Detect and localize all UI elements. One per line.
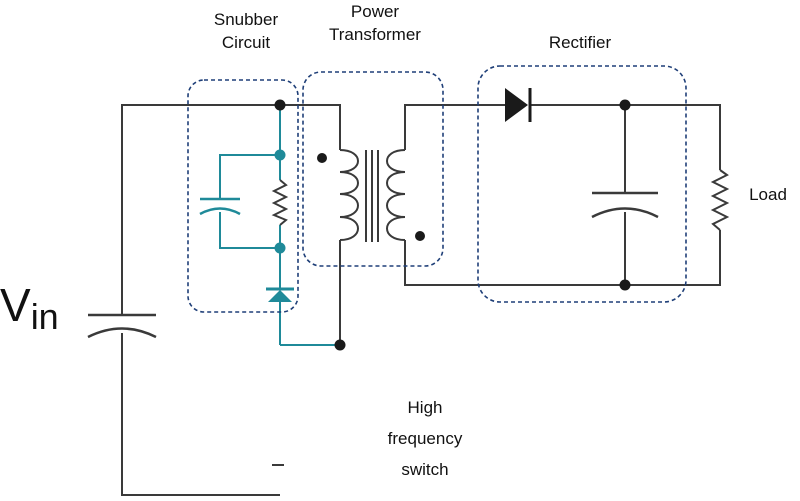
- load-label: Load: [740, 183, 796, 206]
- input-capacitor: [87, 313, 157, 339]
- load-resistor: [710, 169, 730, 231]
- snubber-capacitor: [199, 197, 241, 216]
- vin-main: V: [0, 279, 31, 331]
- primary-polarity-dot: [317, 153, 327, 163]
- switch-label-line2: frequency: [387, 429, 463, 448]
- snubber-network: [219, 105, 340, 346]
- rectifier-diode: [505, 88, 532, 122]
- snubber-label-line2: Circuit: [221, 33, 271, 52]
- main-wiring: [121, 104, 721, 496]
- power-label-line2: Transformer: [329, 25, 421, 44]
- rectifier-label-text: Rectifier: [548, 33, 612, 52]
- rectifier-group-outline: [477, 65, 687, 303]
- load-label-text: Load: [749, 185, 787, 204]
- snubber-label-line1: Snubber: [213, 10, 279, 29]
- transformer: [339, 149, 406, 242]
- transformer-group-outline: [302, 71, 444, 267]
- power-label-line1: Power: [350, 2, 400, 21]
- output-capacitor: [591, 191, 659, 219]
- switch-label-line1: High: [407, 398, 443, 417]
- junction-dots: [274, 99, 631, 351]
- rectifier-label: Rectifier: [525, 31, 635, 54]
- power-transformer-label: Power Transformer: [305, 0, 445, 46]
- vin-label: Vin: [0, 280, 59, 342]
- vin-subscript: in: [30, 296, 59, 337]
- switch-label-line3: switch: [401, 460, 449, 479]
- snubber-group-outline: [187, 79, 299, 313]
- high-frequency-switch-label: High frequency switch: [360, 392, 490, 485]
- snubber-diode: [266, 287, 294, 302]
- snubber-circuit-label: Snubber Circuit: [196, 8, 296, 54]
- secondary-polarity-dot: [415, 231, 425, 241]
- snubber-resistor: [271, 179, 289, 226]
